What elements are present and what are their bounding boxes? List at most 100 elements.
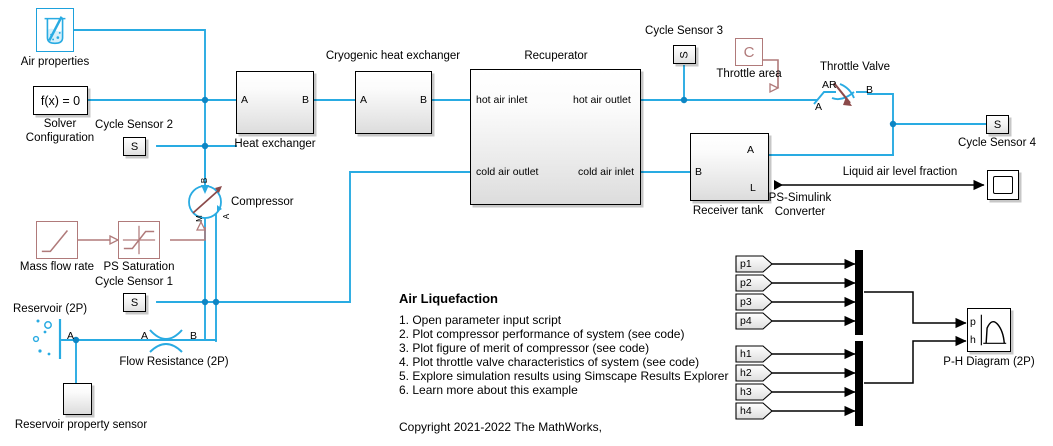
- reservoir-property-sensor-block[interactable]: [63, 383, 92, 415]
- annotation-item[interactable]: 3. Plot figure of merit of compressor (s…: [399, 341, 650, 355]
- heat-exchanger-block[interactable]: [236, 71, 314, 134]
- goto-tag-h4-label: h4: [740, 405, 752, 417]
- annotation-item[interactable]: 1. Open parameter input script: [399, 313, 562, 327]
- solver-configuration-block[interactable]: f(x) = 0: [33, 86, 88, 115]
- annotation-item[interactable]: 5. Explore simulation results using Sims…: [399, 369, 729, 383]
- cycle-sensor-4-block[interactable]: S: [986, 115, 1009, 134]
- cryogenic-heat-exchanger-label: Cryogenic heat exchanger: [325, 50, 461, 62]
- flow-resistance-icon: [149, 329, 183, 353]
- goto-tag-p2-label: p2: [740, 277, 752, 289]
- receiver-tank-port-a: A: [747, 144, 755, 156]
- ps-saturation-block[interactable]: [118, 221, 160, 259]
- annotation-title: Air Liquefaction: [399, 291, 498, 306]
- cycle-sensor-4-label: Cycle Sensor 4: [958, 137, 1036, 149]
- ps-simulink-converter-label-line2: Converter: [774, 205, 826, 218]
- reservoir-2p-label: Reservoir (2P): [13, 303, 88, 315]
- recuperator-block[interactable]: [470, 69, 641, 205]
- mass-flow-rate-block[interactable]: [36, 221, 78, 259]
- heat-exchanger-port-a: A: [241, 94, 249, 106]
- goto-tag-p2[interactable]: p2: [735, 274, 773, 292]
- solver-configuration-label-line1: Solver: [43, 118, 77, 130]
- goto-tag-h1[interactable]: h1: [735, 345, 773, 363]
- beaker-bubbles-icon: [44, 16, 66, 45]
- receiver-tank-label: Receiver tank: [692, 205, 764, 217]
- ps-simulink-converter-icon: [774, 180, 783, 190]
- goto-tag-shape: [735, 345, 773, 363]
- cycle-sensor-1-label: Cycle Sensor 1: [95, 276, 173, 288]
- goto-tag-p1-label: p1: [740, 258, 752, 270]
- receiver-tank-port-l: L: [750, 182, 756, 194]
- goto-tag-h1-label: h1: [740, 348, 752, 360]
- compressor-label: Compressor: [231, 196, 294, 208]
- throttle-area-block[interactable]: C: [735, 38, 763, 66]
- annotation-list: 1. Open parameter input script 2. Plot c…: [399, 313, 728, 397]
- goto-tag-p1[interactable]: p1: [735, 255, 773, 273]
- recuperator-port-hot-air-outlet: hot air outlet: [573, 94, 631, 106]
- mass-flow-rate-label: Mass flow rate: [19, 261, 95, 273]
- liquid-air-level-fraction-label: Liquid air level fraction: [842, 166, 958, 178]
- compressor-port-b: B: [200, 177, 210, 184]
- mux-pressure[interactable]: [855, 250, 863, 335]
- compressor-block[interactable]: [184, 181, 228, 225]
- goto-tag-h3[interactable]: h3: [735, 383, 773, 401]
- cycle-sensor-3-block[interactable]: S: [673, 45, 696, 64]
- cycle-sensor-1-glyph: S: [130, 296, 139, 309]
- solver-configuration-label-line2: Configuration: [25, 131, 95, 144]
- throttle-valve-icon: [813, 82, 868, 106]
- goto-tag-shape: [735, 312, 773, 330]
- recuperator-port-hot-air-inlet: hot air inlet: [476, 94, 528, 106]
- ramp-icon: [41, 230, 69, 253]
- ph-diagram-block[interactable]: [967, 308, 1011, 352]
- annotation-item[interactable]: 6. Learn more about this example: [399, 383, 578, 397]
- reservoir-2p-port-a: A: [67, 330, 75, 342]
- recuperator-label: Recuperator: [524, 50, 588, 62]
- throttle-valve-label: Throttle Valve: [819, 61, 891, 73]
- ps-simulink-converter-label-line1: PS-Simulink: [768, 192, 832, 204]
- reservoir-2p-block[interactable]: [28, 315, 64, 363]
- ph-diagram-port-h: h: [970, 334, 976, 346]
- saturation-icon: [122, 225, 156, 255]
- air-properties-block[interactable]: [36, 8, 74, 52]
- cycle-sensor-2-glyph: S: [130, 140, 139, 153]
- flow-resistance-2p-label: Flow Resistance (2P): [119, 356, 229, 368]
- flow-resistance-2p-port-a: A: [141, 330, 149, 342]
- air-properties-label: Air properties: [20, 56, 90, 68]
- level-scope-block[interactable]: [987, 170, 1019, 200]
- ph-diagram-icon: [980, 314, 1007, 346]
- reservoir-property-sensor-label: Reservoir property sensor: [14, 419, 148, 431]
- annotation-item[interactable]: 2. Plot compressor performance of system…: [399, 327, 685, 341]
- throttle-area-label: Throttle area: [716, 68, 782, 80]
- flow-resistance-2p-port-b: B: [190, 330, 198, 342]
- cycle-sensor-1-block[interactable]: S: [123, 293, 146, 312]
- compressor-port-a: A: [222, 213, 232, 220]
- ps-simulink-converter-block[interactable]: [772, 178, 788, 192]
- goto-tag-p3[interactable]: p3: [735, 293, 773, 311]
- solver-configuration-text: f(x) = 0: [40, 93, 81, 108]
- cycle-sensor-3-label: Cycle Sensor 3: [645, 25, 723, 37]
- annotation-item[interactable]: 4. Plot throttle valve characteristics o…: [399, 355, 700, 369]
- goto-tag-shape: [735, 364, 773, 382]
- recuperator-port-cold-air-outlet: cold air outlet: [476, 166, 539, 178]
- goto-tag-h4[interactable]: h4: [735, 402, 773, 420]
- mux-enthalpy[interactable]: [855, 341, 863, 426]
- cycle-sensor-4-glyph: S: [993, 118, 1002, 131]
- ps-saturation-label: PS Saturation: [103, 261, 175, 273]
- cycle-sensor-3-glyph: S: [678, 50, 691, 59]
- goto-tag-p4[interactable]: p4: [735, 312, 773, 330]
- ps-simulink-converter-label: PS-Simulink Converter: [769, 192, 832, 219]
- throttle-area-glyph: C: [743, 43, 755, 61]
- throttle-valve-port-ar: AR: [822, 79, 837, 91]
- flow-resistance-2p-block[interactable]: [148, 326, 184, 354]
- goto-tag-p3-label: p3: [740, 296, 752, 308]
- throttle-valve-block[interactable]: [810, 76, 872, 116]
- goto-tag-shape: [735, 293, 773, 311]
- cycle-sensor-2-label: Cycle Sensor 2: [95, 119, 173, 131]
- goto-tag-h3-label: h3: [740, 386, 752, 398]
- cycle-sensor-2-block[interactable]: S: [123, 137, 146, 156]
- heat-exchanger-port-b: B: [302, 94, 310, 106]
- goto-tag-h2[interactable]: h2: [735, 364, 773, 382]
- goto-tag-shape: [735, 274, 773, 292]
- receiver-tank-block[interactable]: [690, 133, 769, 201]
- cryogenic-heat-exchanger-block[interactable]: [355, 71, 432, 134]
